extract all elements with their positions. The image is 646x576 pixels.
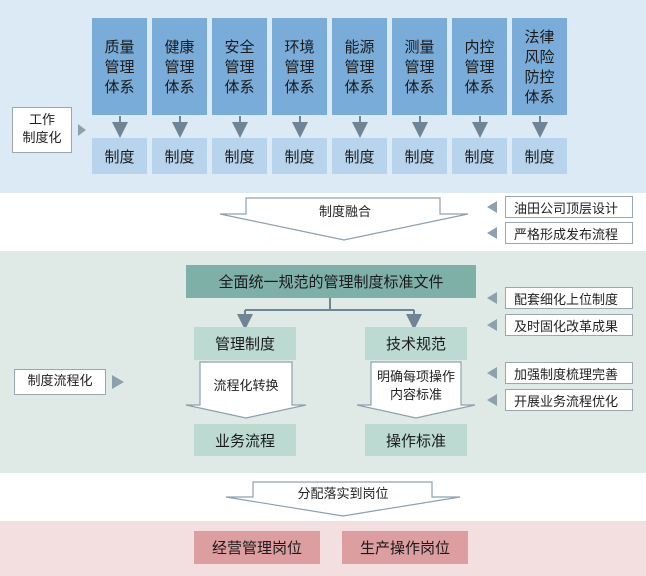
merge-label: 制度融合 [318,205,371,220]
note-optimize-process: 开展业务流程优化 [505,389,633,411]
tech-spec-box: 技术规范 [365,327,467,360]
system-internal-control: 内控 管理 体系 [452,18,507,115]
prod-post-box: 生产操作岗位 [342,531,468,564]
system-health: 健康 管理 体系 [152,18,207,115]
rule-box: 制度 [272,138,327,174]
business-process-box: 业务流程 [194,424,296,456]
system-quality: 质量 管理 体系 [92,18,147,115]
system-safety: 安全 管理 体系 [212,18,267,115]
system-measurement: 测量 管理 体系 [392,18,447,115]
mgmt-rules-box: 管理制度 [194,327,296,360]
system-energy: 能源 管理 体系 [332,18,387,115]
note-refine-rules: 配套细化上位制度 [505,287,633,309]
rule-box: 制度 [452,138,507,174]
operation-standard-box: 操作标准 [365,424,467,456]
rule-box: 制度 [392,138,447,174]
mgmt-post-box: 经营管理岗位 [194,531,320,564]
note-release-process: 严格形成发布流程 [505,222,633,244]
rule-box: 制度 [512,138,567,174]
note-consolidate-reform: 及时固化改革成果 [505,314,633,336]
rule-box: 制度 [332,138,387,174]
note-strengthen-review: 加强制度梳理完善 [505,362,633,384]
assign-label: 分配落实到岗位 [297,487,389,502]
system-environment: 环境 管理 体系 [272,18,327,115]
note-top-design: 油田公司顶层设计 [505,196,633,218]
label-work-institutionalization: 工作 制度化 [12,107,72,153]
system-legal-risk: 法律 风险 防控 体系 [512,18,567,115]
rule-box: 制度 [92,138,147,174]
label-rule-process: 制度流程化 [14,369,106,395]
process-convert-label: 流程化转换 [213,379,279,394]
rule-box: 制度 [212,138,267,174]
band-posts [0,521,646,576]
unified-standard-doc: 全面统一规范的管理制度标准文件 [186,265,476,298]
rule-box: 制度 [152,138,207,174]
clarify-standard-label: 明确每项操作 内容标准 [376,370,455,403]
